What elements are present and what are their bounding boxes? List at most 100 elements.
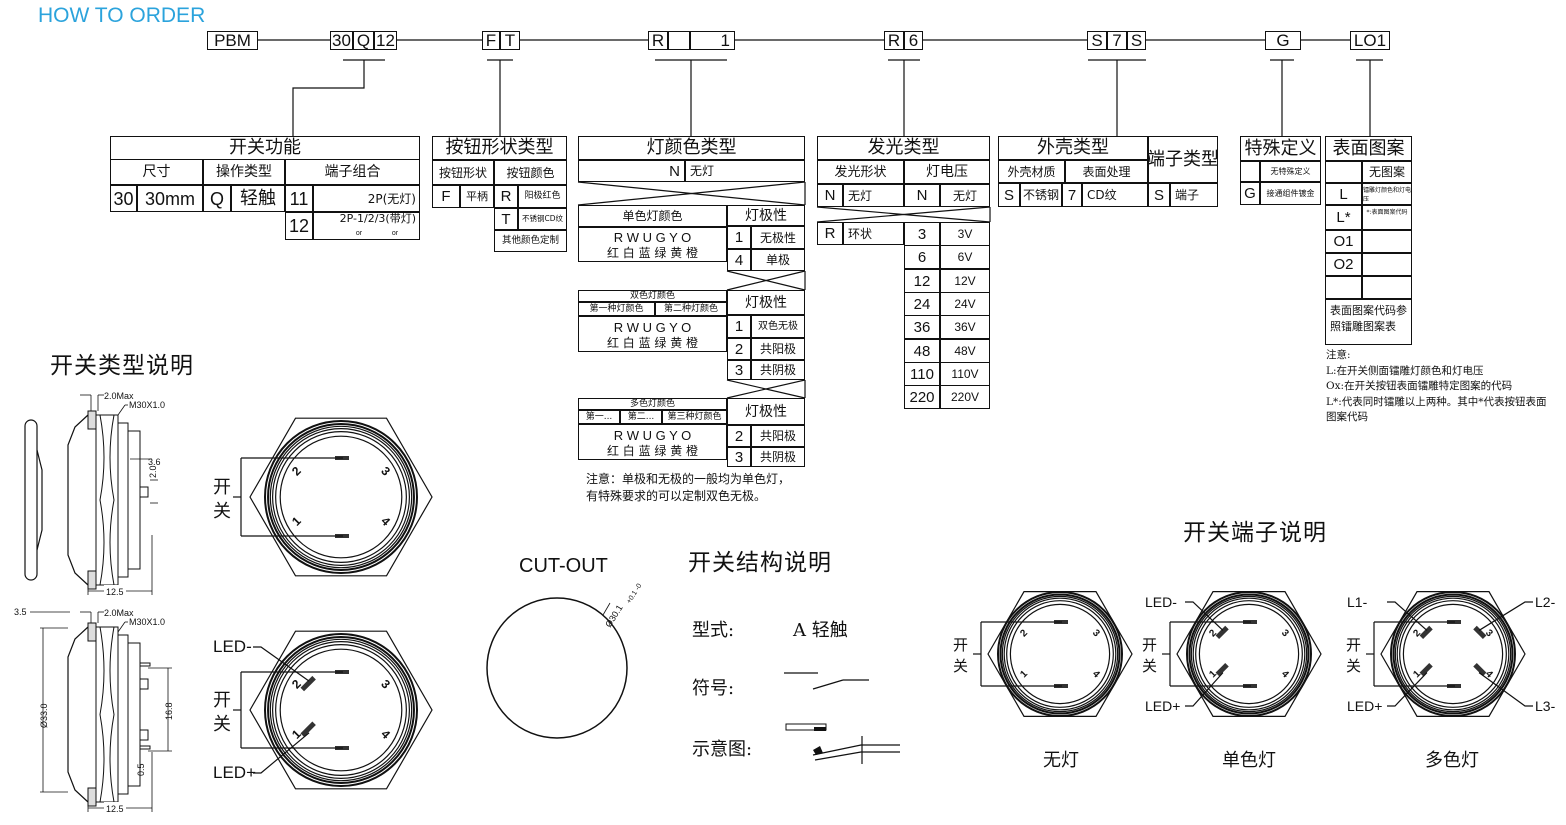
terminal-pin [139,486,149,498]
order-code-box: LO1 [1350,31,1390,50]
t3-b3-cell: 3 [727,360,751,380]
t7-ref-cell: 表面图案代码参照镭雕图案表 [1325,299,1412,345]
t7-title-cell: 表面图案 [1325,136,1412,161]
bezel-ring [1394,595,1512,713]
t2-F_val-cell: 平柄 [460,185,494,208]
hatched-flange [87,622,97,642]
hex-outline [1380,591,1526,717]
hatched-flange [87,787,97,807]
cutout-tolerance: +0.1 -0 [626,583,644,605]
order-code-box: R [884,31,904,50]
bezel-ring [1188,593,1310,715]
dim-dia-33: Ø33.0 [39,703,49,728]
voltage-code-cell: 6 [904,245,940,269]
t1-size_val-cell: 30mm [137,185,203,212]
table-cell [313,212,420,240]
t6-none-cell: 无特殊定义 [1260,161,1321,182]
led-terminal [1215,625,1229,639]
t4-h_shape-cell: 发光形状 [817,160,904,184]
t2-title-cell: 按钮形状类型 [432,136,567,160]
terminal-number: 4 [378,514,393,529]
button-cap [24,419,38,581]
t2-h_color-cell: 按钮颜色 [494,160,567,185]
t2-F-cell: F [432,185,460,208]
table-cell [578,424,727,460]
t7-L_val-cell: 镭雕灯颜色和灯电压 [1362,183,1412,205]
t1-h_op-cell: 操作类型 [203,159,285,185]
nut-profile [99,414,115,586]
switch-label-kai: 开 [1142,637,1157,654]
dim-leader [117,621,126,633]
switch-label-guan: 关 [213,501,231,521]
bezel-ring [275,644,407,776]
voltage-value-cell: 3V [940,222,990,246]
pattern-note-line: Ox:在开关按钮表面镭雕特定图案的代码 [1326,380,1513,392]
led-minus-leader [253,646,310,682]
t1-op_val-cell: 轻触 [231,185,285,212]
terminal-number: 2 [1411,627,1423,639]
bezel-ring [1198,603,1300,705]
t3-colors-cell: 红 白 蓝 绿 黄 橙 [606,443,699,458]
contact-blade [812,744,900,756]
terminal-number: 2 [1018,627,1030,639]
bezel-ring [275,431,407,563]
led-plus-leader [253,732,310,774]
t3-letters-cell: R W U G Y O [613,319,692,335]
voltage-value-cell: 110V [940,362,990,386]
pattern-notes-title: 注意: [1326,349,1351,361]
switch-terminals-heading: 开关端子说明 [1183,520,1327,546]
bezel-ring [264,420,418,574]
t1-title-cell: 开关功能 [110,136,420,160]
bezel-ring [1006,600,1114,708]
bezel-ring [1186,591,1312,717]
t3-N-cell: N [578,160,685,182]
table-cell [1240,161,1260,182]
t3-polarity-cell: 灯极性 [727,290,805,315]
t7-Ls-cell: L* [1325,205,1362,230]
type-label: 型式: [692,620,735,641]
contact-icon [813,746,823,755]
order-code-box: Q [353,31,374,50]
t3-m_second-cell: 第二... [620,410,662,424]
switch-label-guan: 关 [1346,658,1361,675]
t3-letters-cell: R W U G Y O [613,427,692,443]
connector-switch-function [292,60,365,136]
type-value: A 轻触 [793,620,848,641]
hex-outline [249,630,433,790]
thread [117,634,129,795]
table-cell [313,185,420,212]
cross-separator [816,206,991,223]
order-code-box: R [648,31,668,50]
led-terminal [300,675,316,692]
bezel-ring [279,435,403,559]
terminal-number: 4 [378,727,393,742]
bezel-ring [997,591,1123,717]
bezel-ring [269,638,413,782]
light-color-note: 注意：单极和无极的一般均为单色灯，有特殊要求的可以定制双色无极。 [586,472,791,503]
dim-bg [104,802,126,813]
terminal-number: 3 [1090,628,1102,640]
t3-b1v-cell: 双色无极 [751,315,805,338]
switch-label-guan: 关 [213,714,231,734]
table-cell [578,227,727,262]
dim-16-8: 16.8 [164,702,174,720]
t6-title-cell: 特殊定义 [1240,136,1321,161]
t5-term_code-cell: S [1148,183,1170,207]
t3-s1-cell: 1 [727,226,751,249]
dim-bg [104,585,126,596]
t3-m2v-cell: 共阳极 [751,425,805,447]
terminal-number: 4 [1090,669,1102,681]
dim-leader [117,404,126,416]
bezel-ring [1392,593,1514,715]
switch-label-kai: 开 [213,477,231,497]
led-minus-label: LED- [213,637,252,656]
order-code-box [668,31,690,50]
t3-bi_second-cell: 第二种灯颜色 [655,302,727,316]
dim-3-5: 3.5 [14,607,27,617]
voltage-value-cell: 12V [940,269,990,293]
order-code-box: F [482,31,500,50]
t3-polarity-cell: 灯极性 [727,398,805,425]
t4-VN_val-cell: 无灯 [940,184,990,207]
